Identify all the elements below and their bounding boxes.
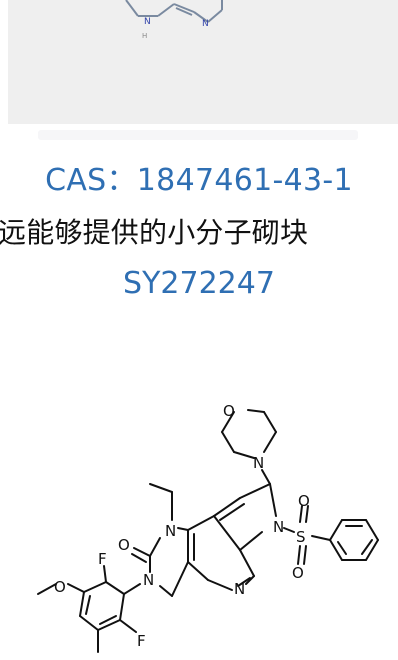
atom-n3: N xyxy=(143,571,154,589)
product-description: 远能够提供的小分子砌块 xyxy=(0,216,309,249)
atom-f-top: F xyxy=(98,550,107,568)
chemical-structure-image[interactable]: O N N O N N N S O O F F O xyxy=(0,380,398,660)
atom-n-pyrrole: N xyxy=(273,518,284,536)
cas-number[interactable]: CAS：1847461-43-1 xyxy=(45,163,353,198)
atom-label-h: H xyxy=(142,32,147,40)
atom-n1: N xyxy=(165,522,176,540)
atom-n-morpholine: N xyxy=(253,454,264,472)
atom-label-n-right: N xyxy=(202,19,209,29)
previous-product-image[interactable]: N H N xyxy=(8,0,398,124)
faded-caption-strip xyxy=(38,130,358,140)
atom-s: S xyxy=(296,528,306,546)
atom-f-bottom: F xyxy=(137,632,146,650)
atom-o-sulfonyl-bottom: O xyxy=(292,564,304,582)
atom-o-methoxy: O xyxy=(54,578,66,596)
product-code-link[interactable]: SY272247 xyxy=(123,266,275,301)
structure-bonds xyxy=(37,409,379,653)
atom-label-n-left: N xyxy=(144,17,151,27)
atom-n-pyridine: N xyxy=(234,580,245,598)
atom-o-morpholine: O xyxy=(223,402,235,420)
previous-structure-drawing: N H N xyxy=(125,0,223,40)
atom-o-sulfonyl-top: O xyxy=(298,492,310,510)
atom-o-carbonyl: O xyxy=(118,536,130,554)
